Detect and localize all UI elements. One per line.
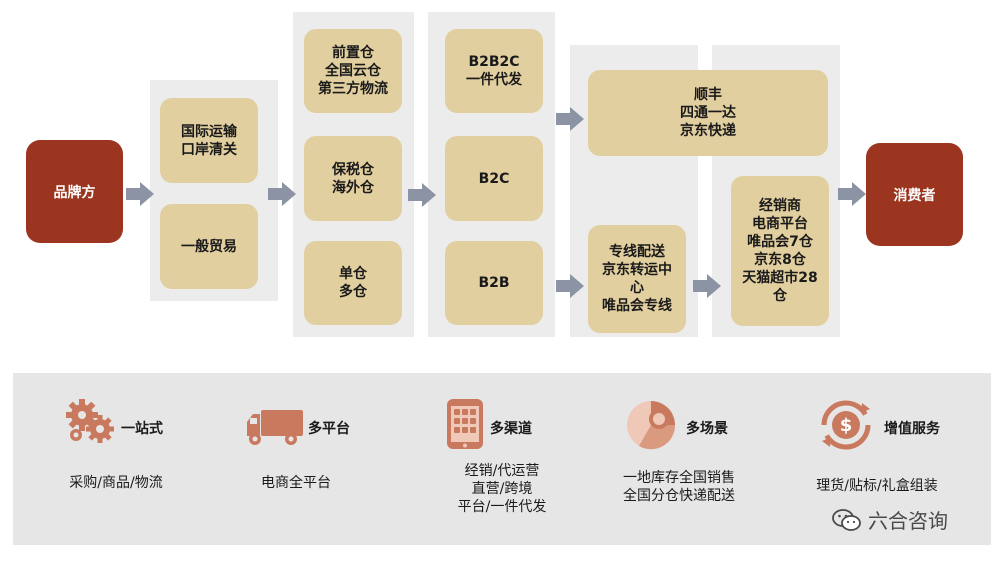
brand-box: 品牌方 (26, 140, 123, 243)
feature-desc-value-added: 理货/贴标/礼盒组装 (816, 478, 938, 494)
wechat-icon (832, 508, 861, 531)
trade-box-customs: 国际运输 口岸清关 (160, 98, 258, 183)
feature-desc-multi-platform: 电商全平台 (261, 475, 331, 491)
warehouse-box-single-multi: 单仓 多仓 (304, 241, 402, 325)
truck-icon (247, 410, 303, 445)
feature-title-value-added: 增值服务 (884, 421, 940, 437)
arrow-right-icon (408, 183, 436, 207)
express-box: 顺丰 四通一达 京东快递 (588, 70, 828, 156)
feature-desc-one-stop: 采购/商品/物流 (69, 475, 163, 491)
arrow-right-icon (556, 107, 584, 131)
channel-box-b2c: B2C (445, 136, 543, 221)
channel-box-b2b: B2B (445, 241, 543, 325)
retail-box: 经销商 电商平台 唯品会7仓 京东8仓 天猫超市28 仓 (731, 176, 829, 326)
channel-box-b2b2c: B2B2C 一件代发 (445, 29, 543, 113)
feature-title-multi-scene: 多场景 (686, 421, 728, 437)
warehouse-box-front: 前置仓 全国云仓 第三方物流 (304, 29, 402, 113)
trade-box-general: 一般贸易 (160, 204, 258, 289)
arrow-right-icon (556, 274, 584, 298)
pie-scene-icon (627, 401, 676, 450)
dedicated-line-box: 专线配送 京东转运中 心 唯品会专线 (588, 225, 686, 333)
arrow-right-icon (126, 182, 154, 206)
feature-desc-multi-scene: 一地库存全国销售 全国分仓快递配送 (623, 470, 735, 504)
features-panel (13, 373, 991, 545)
money-cycle-icon: $ (821, 400, 871, 450)
arrow-right-icon (268, 182, 296, 206)
warehouse-box-bonded: 保税仓 海外仓 (304, 136, 402, 221)
watermark-text: 六合咨询 (868, 509, 948, 533)
consumer-box: 消费者 (866, 143, 963, 246)
svg-text:$: $ (840, 415, 853, 436)
watermark: 六合咨询 (832, 505, 948, 534)
feature-desc-multi-channel: 经销/代运营 直营/跨境 平台/一件代发 (457, 463, 547, 515)
phone-app-icon (447, 399, 483, 449)
feature-title-multi-channel: 多渠道 (490, 421, 532, 437)
feature-title-one-stop: 一站式 (121, 421, 163, 437)
gears-icon (66, 399, 114, 443)
arrow-right-icon (693, 274, 721, 298)
arrow-right-icon (838, 182, 866, 206)
feature-title-multi-platform: 多平台 (308, 421, 350, 437)
